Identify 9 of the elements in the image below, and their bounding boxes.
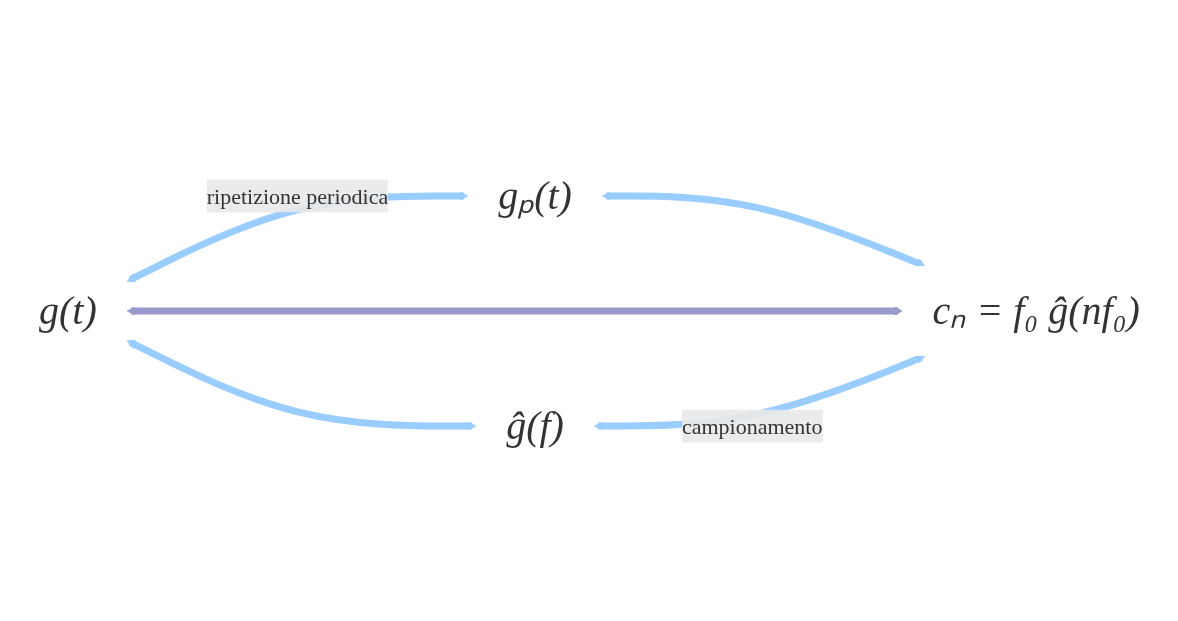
node-text: cₙ = f₀ ĝ(nf₀) [932, 287, 1140, 333]
node-text: gₚ(t) [497, 172, 572, 218]
node-text: g(t) [38, 287, 97, 333]
edge-label: ripetizione periodica [206, 183, 388, 208]
arrow [126, 306, 903, 315]
arrow [601, 191, 925, 268]
arrow [126, 338, 477, 430]
edge-label: campionamento [681, 413, 823, 438]
node-text: ĝ(f) [505, 402, 564, 448]
